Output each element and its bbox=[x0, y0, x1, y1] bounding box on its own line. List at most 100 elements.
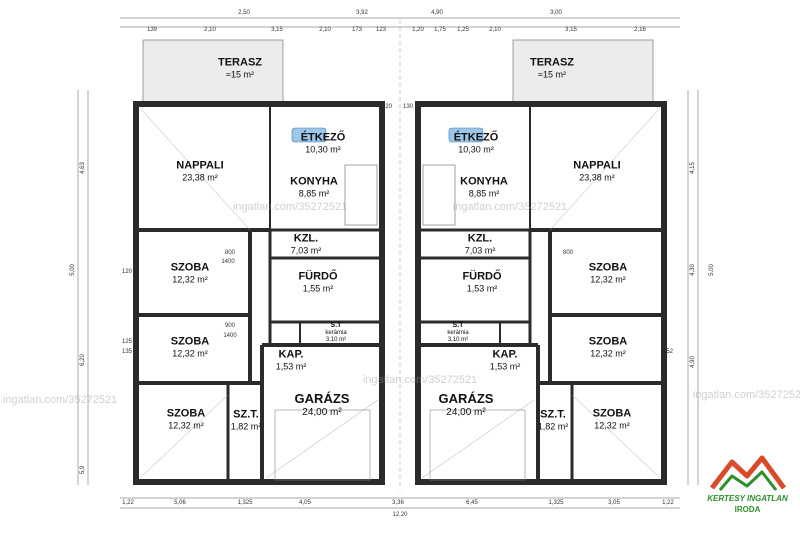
dim-bottom-6: 1,325 bbox=[548, 500, 564, 506]
dim-left-0: 4,63 bbox=[80, 162, 86, 174]
kitchen-counter-right bbox=[422, 164, 456, 226]
dim-top2-0: 139 bbox=[146, 27, 158, 33]
room-sub: kerámia bbox=[325, 330, 347, 337]
dim-inner-0: 120 bbox=[381, 104, 393, 110]
dim-left-3: 5,9 bbox=[80, 465, 86, 475]
dim-top2-3: 2,10 bbox=[319, 27, 331, 33]
watermark-2: ingatlan.com/35272521 bbox=[452, 201, 568, 213]
room-terasz-left: TERASZ≈15 m² bbox=[218, 57, 262, 80]
room-kap-left: KAP.1,53 m² bbox=[276, 349, 307, 372]
room-name: NAPPALI bbox=[176, 159, 224, 172]
room-area: 24,00 m² bbox=[302, 406, 342, 418]
kitchen-counter-left bbox=[344, 164, 378, 226]
room-name: SZOBA bbox=[588, 335, 628, 348]
dim-total: 12,20 bbox=[392, 512, 408, 518]
room-area: 1,53 m² bbox=[275, 361, 307, 372]
dim-top2-10: 3,15 bbox=[565, 27, 577, 33]
room-name: GARÁZS bbox=[438, 390, 494, 406]
room-area: 3,10 m² bbox=[325, 337, 347, 344]
room-area: 3,10 m² bbox=[447, 337, 469, 344]
dim-right-0: 4,15 bbox=[690, 162, 696, 174]
dim-bottom-1: 5,06 bbox=[174, 500, 186, 506]
dim-bottom-4: 3,36 bbox=[392, 500, 404, 506]
dim-inner-3: 1400 bbox=[221, 259, 235, 265]
logo-line2: IRODA bbox=[734, 505, 761, 514]
room-area: 1,82 m² bbox=[537, 421, 569, 432]
watermark-5: ingatlan.com/35272521 bbox=[692, 389, 800, 401]
room-area: 23,38 m² bbox=[182, 172, 218, 183]
room-name: ÉTKEZŐ bbox=[300, 131, 346, 144]
dim-top2-2: 3,15 bbox=[271, 27, 283, 33]
room-name: KAP. bbox=[492, 348, 518, 361]
room-name: KONYHA bbox=[290, 175, 338, 188]
dim-top2-6: 1,20 bbox=[412, 27, 424, 33]
dim-inner-1: 130 bbox=[402, 104, 414, 110]
house-roof-icon bbox=[710, 455, 787, 491]
watermark-3: ingatlan.com/35272521 bbox=[2, 394, 118, 406]
dim-left-1: 5,00 bbox=[70, 264, 76, 276]
dim-inner-7: 125 bbox=[121, 339, 133, 345]
room-area: 12,32 m² bbox=[172, 274, 208, 285]
room-kzl-right: KZL.7,03 m² bbox=[465, 233, 496, 256]
room-name: SZ.T. bbox=[233, 408, 259, 421]
room-area: ≈15 m² bbox=[538, 69, 566, 80]
roof-lines bbox=[139, 107, 661, 479]
dim-top1-3: 3,00 bbox=[550, 10, 562, 16]
dim-top2-1: 2,10 bbox=[204, 27, 216, 33]
room-area: 12,32 m² bbox=[172, 348, 208, 359]
dim-bottom-2: 1,325 bbox=[237, 500, 253, 506]
room-kzl-left: KZL.7,03 m² bbox=[291, 233, 322, 256]
garage-door-right bbox=[429, 409, 526, 481]
room-area: 8,85 m² bbox=[298, 188, 330, 199]
dim-inner-8: 135 bbox=[121, 349, 133, 355]
dim-top1-0: 2,50 bbox=[238, 10, 250, 16]
dim-top2-7: 1,75 bbox=[434, 27, 446, 33]
room-area: 10,30 m² bbox=[458, 144, 494, 155]
room-area: 23,38 m² bbox=[579, 172, 615, 183]
room-area: 10,30 m² bbox=[305, 144, 341, 155]
dim-top1-2: 4,90 bbox=[431, 10, 443, 16]
terrace-right bbox=[512, 39, 654, 103]
watermark-1: ingatlan.com/35272521 bbox=[232, 201, 348, 213]
dim-inner-2: 800 bbox=[224, 250, 236, 256]
room-name: FÜRDŐ bbox=[298, 270, 338, 283]
room-area: 1,53 m² bbox=[489, 361, 521, 372]
dim-bottom-3: 4,05 bbox=[299, 500, 311, 506]
building-left bbox=[133, 101, 385, 485]
room-area: 8,85 m² bbox=[468, 188, 500, 199]
room-name: GARÁZS bbox=[294, 390, 350, 406]
building-right bbox=[415, 101, 667, 485]
terrace-left bbox=[142, 39, 284, 103]
garage-door-left bbox=[274, 409, 371, 481]
dim-inner-4: 900 bbox=[224, 323, 236, 329]
dim-door-r: 800 bbox=[562, 250, 574, 256]
dim-top1-1: 3,92 bbox=[356, 10, 368, 16]
room-area: ≈15 m² bbox=[226, 69, 254, 80]
room-area: 1,55 m² bbox=[302, 283, 334, 294]
dim-right-2: 5,00 bbox=[709, 264, 715, 276]
dim-bottom-0: 1,22 bbox=[122, 500, 134, 506]
agency-logo: KERTESY INGATLAN IRODA bbox=[700, 450, 795, 525]
interior-walls-right bbox=[418, 104, 664, 482]
dimension-lines bbox=[77, 17, 699, 509]
room-area: 12,32 m² bbox=[594, 420, 630, 431]
room-szt-left: SZ.T.1,82 m² bbox=[231, 409, 262, 432]
room-area: 12,32 m² bbox=[168, 420, 204, 431]
dim-top2-9: 2,10 bbox=[489, 27, 501, 33]
dining-table-left bbox=[291, 127, 327, 143]
dim-inner-6: 120 bbox=[121, 269, 133, 275]
dim-inner-9: 152 bbox=[662, 349, 674, 355]
dim-right-1: 4,30 bbox=[690, 264, 696, 276]
